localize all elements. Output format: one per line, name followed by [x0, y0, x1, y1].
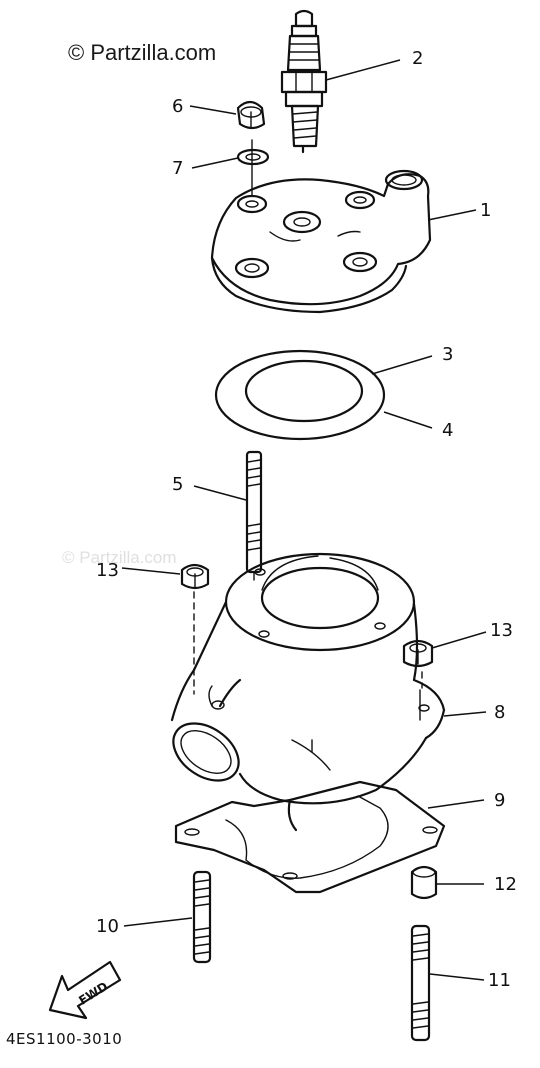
callout-3[interactable]: 3 — [442, 344, 454, 365]
callout-5[interactable]: 5 — [172, 474, 184, 495]
stud-bolt-left-part[interactable] — [192, 870, 212, 964]
head-gasket-part[interactable] — [214, 349, 386, 441]
watermark-middle: © Partzilla.com — [62, 548, 177, 567]
cylinder-head-part[interactable] — [210, 169, 432, 314]
cylinder-part[interactable] — [163, 552, 446, 832]
washer-part[interactable] — [236, 148, 270, 166]
callout-4[interactable]: 4 — [442, 420, 454, 441]
watermark-top: © Partzilla.com — [68, 40, 217, 65]
stud-bolt-short-part[interactable] — [245, 450, 263, 574]
alignment-lines — [193, 139, 423, 695]
flange-nut-left-part[interactable] — [180, 563, 210, 590]
callout-11[interactable]: 11 — [488, 970, 511, 991]
callout-9[interactable]: 9 — [494, 790, 506, 811]
callout-12[interactable]: 12 — [494, 874, 517, 895]
cap-nut-part[interactable] — [236, 100, 266, 130]
spark-plug-part[interactable] — [280, 9, 328, 154]
base-gasket-part[interactable] — [174, 780, 446, 894]
callout-13-right[interactable]: 13 — [490, 620, 513, 641]
callout-2[interactable]: 2 — [412, 48, 424, 69]
callout-7[interactable]: 7 — [172, 158, 184, 179]
diagram-code: 4ES1100-3010 — [6, 1030, 123, 1048]
fwd-arrow-label: FWD — [76, 979, 110, 1008]
fwd-arrow-icon: FWD — [48, 960, 122, 1020]
stud-bolt-right-part[interactable] — [410, 924, 431, 1042]
callout-1[interactable]: 1 — [480, 200, 492, 221]
callout-8[interactable]: 8 — [494, 702, 506, 723]
dowel-pin-part[interactable] — [410, 865, 438, 900]
callout-10[interactable]: 10 — [96, 916, 119, 937]
leader-lines — [121, 59, 487, 981]
callout-13-left[interactable]: 13 — [96, 560, 119, 581]
callout-6[interactable]: 6 — [172, 96, 184, 117]
